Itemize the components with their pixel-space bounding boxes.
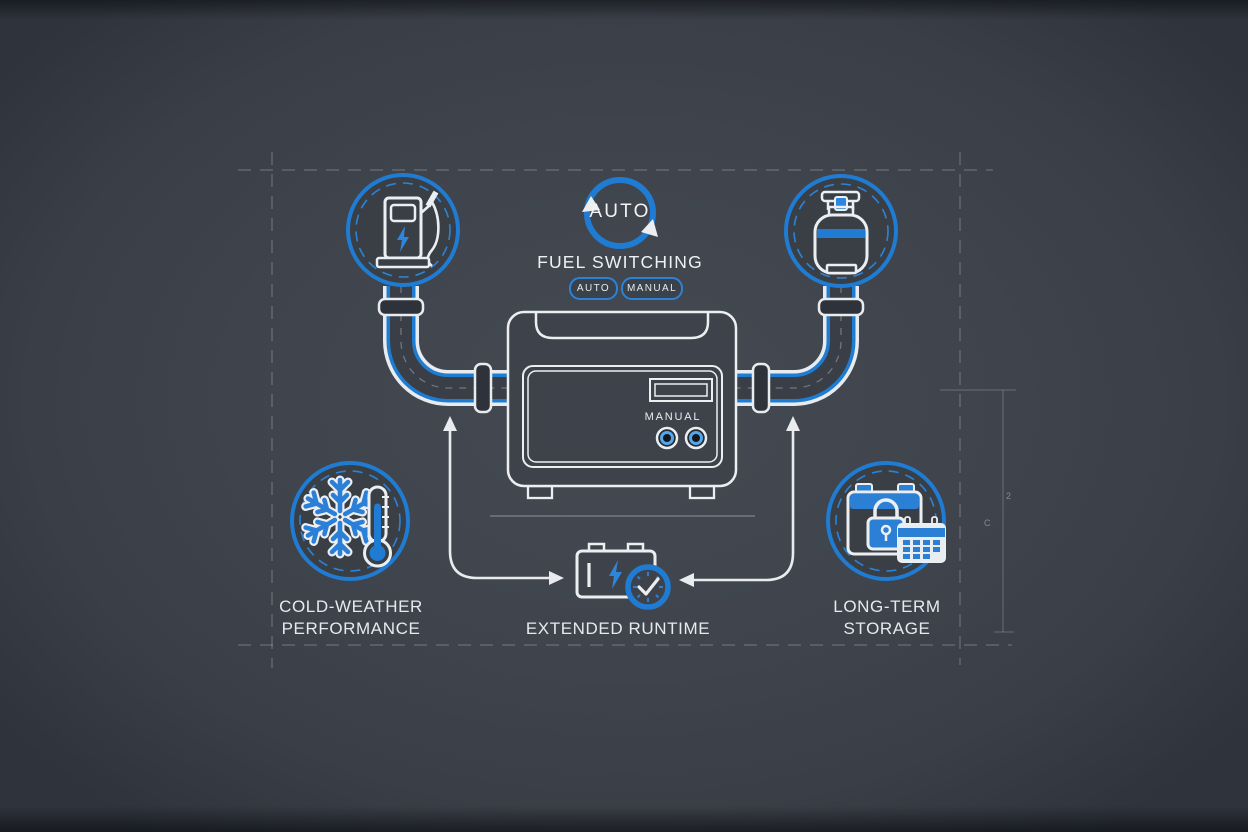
generator-body — [506, 310, 738, 488]
padlock-shackle — [873, 498, 899, 518]
battery-clock-icon — [575, 542, 671, 610]
cycle-arrow-head — [582, 196, 600, 212]
display-screen — [649, 378, 713, 402]
auto-pill-button[interactable]: AUTO — [569, 277, 618, 300]
cycle-arrow-head — [641, 219, 658, 237]
battery-lock-calendar-icon — [846, 483, 946, 563]
cold-weather-label: COLD-WEATHER PERFORMANCE — [258, 596, 444, 639]
arrow-path — [448, 428, 551, 580]
left-fuel-pipe — [383, 286, 510, 406]
cold-weather-badge-dashed-ring — [299, 470, 401, 572]
arrow-head-right — [549, 571, 564, 585]
dimension-label-top: 2 — [1006, 491, 1012, 501]
tank-blue-band — [817, 229, 865, 238]
extended-runtime-label: EXTENDED RUNTIME — [525, 619, 711, 638]
calendar-header — [898, 528, 945, 537]
thermometer-ticks — [382, 496, 389, 528]
tank-base — [825, 263, 858, 275]
arrow-head-left — [679, 573, 694, 587]
arrow-head-up — [443, 416, 457, 431]
control-panel — [522, 365, 723, 468]
pipe-centerline — [734, 286, 842, 389]
cold-weather-label-line2: PERFORMANCE — [281, 618, 421, 638]
control-knob-ring — [660, 431, 674, 445]
long-term-storage-label-line2: STORAGE — [843, 618, 931, 638]
snowflake-thermometer-icon — [301, 475, 392, 568]
dimension-marks — [940, 389, 1016, 633]
pipe-coupling — [817, 297, 865, 317]
arrow-path — [692, 428, 795, 582]
control-panel-inner — [527, 370, 718, 463]
generator-panel-label: MANUAL — [644, 411, 702, 423]
circular-arrows-cycle-icon — [582, 177, 658, 249]
manual-pill-button[interactable]: MANUAL — [621, 277, 683, 300]
fuel-mode-label: AUTO — [589, 201, 651, 222]
blueprint-frame — [238, 152, 1012, 668]
pump-screen — [389, 203, 417, 223]
pipe-couplings — [377, 297, 865, 414]
fuel-switching-title: FUEL SWITCHING — [537, 252, 703, 272]
pump-nozzle — [425, 190, 439, 208]
pipe-coupling — [377, 297, 425, 317]
clock-hands — [637, 577, 660, 596]
lightning-bolt-icon — [609, 560, 622, 589]
pump-base — [375, 256, 431, 269]
thermometer-bulb-fill — [369, 545, 386, 561]
auto-pill-label: AUTO — [576, 283, 611, 294]
propane-badge-dashed-ring — [793, 183, 889, 279]
fuel-pump-icon — [375, 190, 440, 269]
display-screen-inner — [654, 383, 708, 397]
propane-tank-icon — [813, 190, 869, 275]
cold-weather-label-line1: COLD-WEATHER — [279, 597, 423, 616]
cycle-ring — [584, 177, 656, 249]
long-term-storage-label-line1: LONG-TERM — [833, 597, 941, 616]
generator-foot — [526, 484, 554, 500]
right-flow-arrow — [679, 416, 800, 587]
generator-foot — [688, 484, 716, 500]
pipe-coupling — [473, 362, 493, 414]
thermometer-icon — [363, 485, 392, 568]
right-fuel-pipe — [734, 286, 859, 406]
pipe-centerline — [400, 286, 510, 389]
control-knob-ring — [689, 431, 703, 445]
pipe-coupling — [751, 362, 771, 414]
left-flow-arrow — [443, 416, 564, 585]
arrow-head-up — [786, 416, 800, 431]
lightning-bolt-icon — [397, 226, 409, 252]
dimension-label-bottom: C — [984, 518, 991, 528]
long-term-storage-label: LONG-TERM STORAGE — [794, 596, 980, 639]
generator — [506, 310, 738, 500]
calendar-grid — [903, 540, 940, 559]
gasoline-badge-dashed-ring — [355, 182, 451, 278]
manual-pill-label: MANUAL — [626, 283, 678, 294]
generator-handle — [534, 313, 710, 340]
